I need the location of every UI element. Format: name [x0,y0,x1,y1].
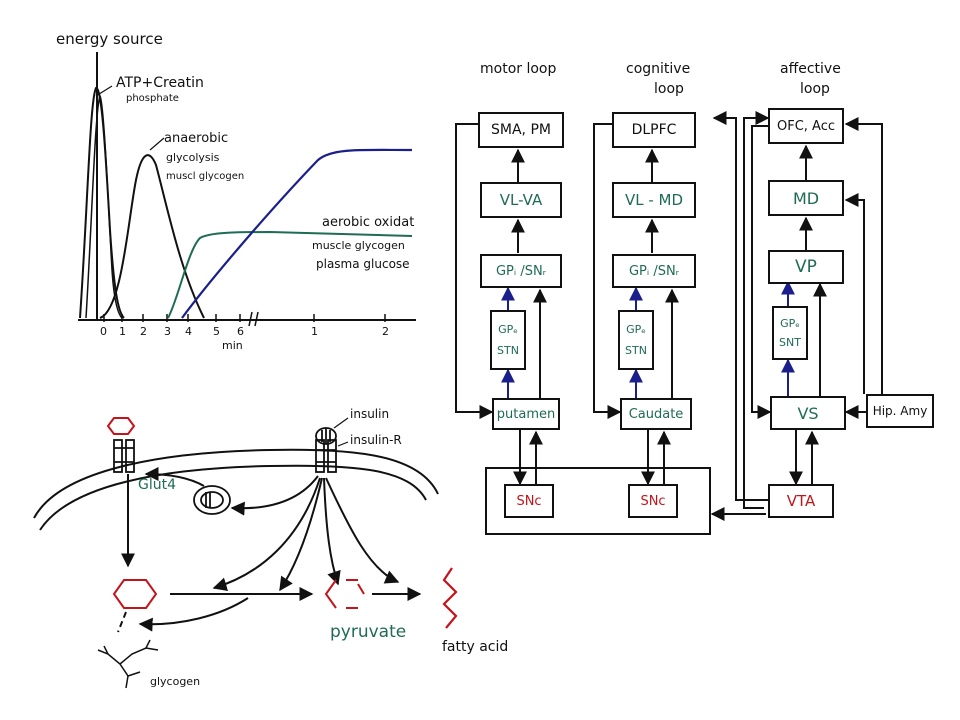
x-tick-2: 2 [140,325,147,338]
insulin-leader [333,417,349,429]
energy-chart [78,52,416,327]
affective-loop-header-2: loop [800,81,830,97]
atp-sub-label: phosphate [126,93,179,104]
cognitive-loop-header: cognitive [626,61,691,77]
affective-gpe-snt-box: GPₑ SNT [772,306,808,360]
insulin-r-leader [337,441,349,447]
insulin-receptor [315,427,337,473]
glut4-label: Glut4 [138,477,177,493]
x-tick-3: 3 [164,325,171,338]
cognitive-loop-header-2: loop [654,81,684,97]
motor-cortex-box: SMA, PM [478,112,564,148]
anaerobic-leader [149,137,165,151]
anaerobic-label: anaerobic [164,131,229,146]
putamen-box: putamen [492,398,560,430]
x-tick-1: 1 [119,325,126,338]
x-tick-8: 2 [382,325,389,338]
hip-amy-box: Hip. Amy [866,394,934,428]
motor-stn-label: STN [497,344,519,357]
x-tick-5: 5 [213,325,220,338]
cognitive-thalamus-box: VL - MD [612,182,696,218]
x-tick-4: 4 [185,325,192,338]
caudate-box: Caudate [620,398,692,430]
motor-gpe-label: GPₑ [498,323,518,336]
aerobic-sub2-label: plasma glucose [316,257,410,271]
motor-gpi-box: GPᵢ /SNᵣ [480,254,562,288]
affective-snt-label: SNT [779,336,801,349]
cell-membrane-inner [39,464,427,531]
glut4-vesicle [193,485,231,515]
vesicle-to-glut4-arrow [144,467,205,487]
atp-curve-inner [85,94,123,319]
receptor-to-pyruvate-arrow [323,477,341,586]
loop-lines [455,111,883,535]
cell-diagram [33,417,458,689]
x-axis-label: min [222,339,243,352]
receptor-to-glycolysis-arrow [279,477,323,592]
aerobic-green-curve [167,230,413,319]
atp-label: ATP+Creatin [116,75,204,91]
affective-thalamus-box: MD [768,180,844,216]
fatty-acid-label: fatty acid [442,639,509,655]
pyruvate-label: pyruvate [330,622,407,642]
cognitive-cortex-box: DLPFC [612,112,696,148]
anaerobic-sub1-label: glycolysis [166,151,220,164]
receptor-to-vesicle-arrow [230,475,319,516]
x-tick-7: 1 [311,325,318,338]
insulin-r-label: insulin-R [350,433,402,447]
glut4-channel [113,439,135,473]
motor-thalamus-box: VL-VA [480,182,562,218]
receptor-to-glycogen-arrow [212,477,321,592]
affective-loop-header: affective [780,61,841,77]
cognitive-stn-label: STN [625,344,647,357]
x-tick-0: 0 [100,325,107,338]
glycogen-return-arrow [138,597,249,632]
snc-group-frame [485,467,711,535]
aerobic-blue-curve [181,148,413,319]
anaerobic-sub2-label: muscl glycogen [166,171,245,182]
cell-membrane-outer [33,448,439,519]
cognitive-gpe-stn-box: GPₑ STN [618,310,654,370]
pyruvate-fragments [324,579,365,609]
motor-snc-box: SNc [504,484,554,518]
vta-box: VTA [768,484,834,518]
motor-loop-header: motor loop [480,61,557,77]
x-tick-6: 6 [237,325,244,338]
receptor-to-fatty-acid-arrow [325,477,400,584]
atp-leader [95,85,113,97]
glucose-hexagon-top [106,417,136,435]
glycogen-branch [97,639,159,689]
vp-box: VP [768,250,844,284]
cognitive-gpe-label: GPₑ [626,323,646,336]
affective-gpe-label: GPₑ [780,317,800,330]
anaerobic-curve [99,154,205,319]
aerobic-label: aerobic oxidat [322,215,415,230]
cognitive-gpi-box: GPᵢ /SNᵣ [612,254,696,288]
atp-curve [79,86,125,319]
cognitive-snc-box: SNc [628,484,678,518]
affective-cortex-box: OFC, Acc [768,108,844,144]
vs-box: VS [770,396,846,430]
aerobic-sub1-label: muscle glycogen [312,239,405,252]
insulin-label: insulin [350,407,390,421]
motor-gpe-stn-box: GPₑ STN [490,310,526,370]
glucose-to-glycogen [117,611,127,633]
glucose-hexagon [112,579,158,609]
glycogen-label: glycogen [150,675,201,688]
y-axis-label: energy source [56,30,163,48]
fatty-acid-chain [442,567,458,629]
